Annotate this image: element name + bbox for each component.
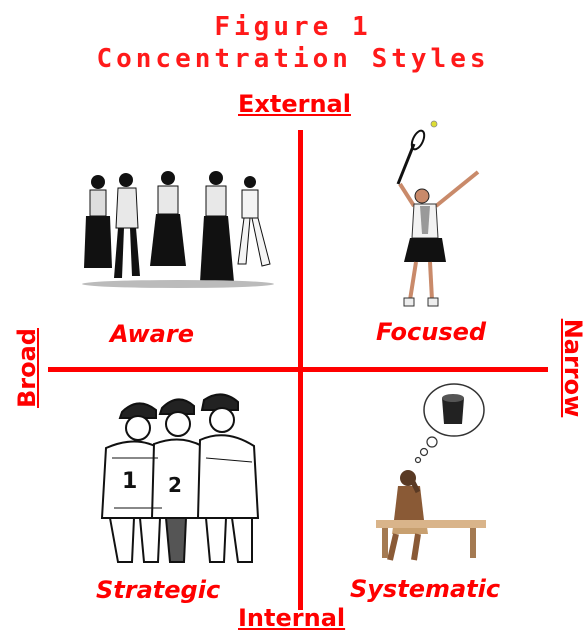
tennis-serve-illustration [396,120,480,307]
quadrant-label-focused: Focused [376,318,487,346]
axis-label-external: External [238,90,351,118]
svg-text:2: 2 [168,473,182,497]
figure-title: Figure 1 [214,12,372,42]
axis-label-internal: Internal [238,604,346,632]
quadrant-label-strategic: Strategic [96,576,221,604]
axis-label-broad: Broad [13,328,41,408]
team-huddle-illustration: 1 2 [100,393,260,563]
horizontal-axis-line [48,367,548,372]
axis-label-narrow: Narrow [559,318,586,418]
figure-subtitle: Concentration Styles [96,44,490,74]
aikido-group-illustration [82,171,274,288]
quadrant-label-aware: Aware [110,320,194,348]
svg-text:1: 1 [122,469,137,494]
thinking-athlete-illustration [376,383,486,561]
quadrant-label-systematic: Systematic [350,575,501,603]
